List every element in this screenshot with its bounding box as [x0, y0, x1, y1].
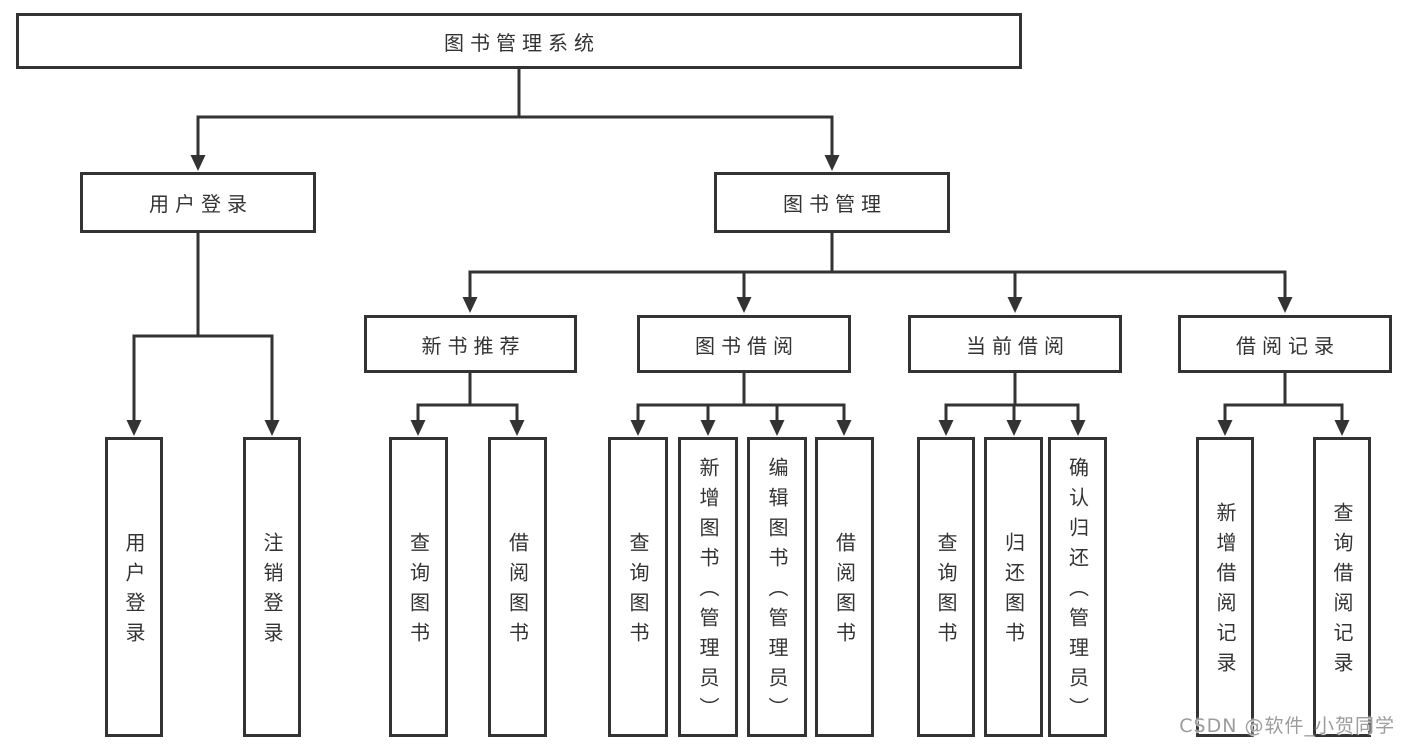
leaf-label: 用户登录 — [122, 532, 146, 652]
root-node-label: 图书管理系统 — [444, 30, 600, 55]
leaf-label: 确认归还（管理员） — [1065, 457, 1090, 727]
leaf-label: 借阅图书 — [832, 532, 857, 652]
leaf-query-borrow-record: 查询借阅记录 — [1313, 437, 1371, 737]
leaf-label: 查询借阅记录 — [1330, 502, 1354, 682]
leaf-add-books-admin: 新增图书（管理员） — [678, 437, 738, 737]
leaf-label: 编辑图书（管理员） — [765, 457, 789, 727]
leaf-query-books-borrow: 查询图书 — [608, 437, 668, 737]
node-book-management: 图书管理 — [714, 172, 950, 233]
connector-lines — [132, 67, 1344, 424]
leaf-add-borrow-record: 新增借阅记录 — [1196, 437, 1254, 737]
node-label: 当前借阅 — [966, 333, 1070, 358]
node-label: 图书借阅 — [695, 333, 799, 358]
node-current-borrowing: 当前借阅 — [908, 315, 1122, 373]
node-new-book-recommend: 新书推荐 — [364, 315, 577, 373]
leaf-query-books-recommend: 查询图书 — [389, 437, 448, 737]
leaf-label: 归还图书 — [1001, 532, 1026, 652]
leaf-borrow-books-recommend: 借阅图书 — [488, 437, 547, 737]
leaf-label: 新增图书（管理员） — [696, 457, 720, 727]
leaf-logout: 注销登录 — [243, 437, 301, 737]
node-borrowing-records: 借阅记录 — [1178, 315, 1392, 373]
csdn-watermark: CSDN @软件_小贺同学 — [1179, 715, 1395, 737]
arrow-down-icons — [126, 155, 1350, 436]
node-label: 用户登录 — [149, 192, 253, 216]
node-label: 新书推荐 — [421, 333, 526, 358]
leaf-confirm-return-admin: 确认归还（管理员） — [1048, 437, 1107, 737]
leaf-user-login: 用户登录 — [105, 437, 163, 737]
leaf-edit-books-admin: 编辑图书（管理员） — [747, 437, 807, 737]
node-user-login: 用户登录 — [80, 172, 316, 233]
leaf-label: 查询图书 — [934, 532, 958, 652]
node-label: 图书管理 — [783, 192, 887, 216]
leaf-borrow-books: 借阅图书 — [815, 437, 874, 737]
node-book-borrowing: 图书借阅 — [637, 315, 851, 373]
root-node: 图书管理系统 — [16, 13, 1022, 69]
leaf-label: 新增借阅记录 — [1213, 502, 1237, 682]
leaf-label: 借阅图书 — [505, 532, 530, 652]
leaf-label: 查询图书 — [626, 532, 650, 652]
leaf-label: 注销登录 — [260, 532, 284, 652]
node-label: 借阅记录 — [1236, 333, 1340, 358]
leaf-return-books: 归还图书 — [984, 437, 1043, 737]
leaf-label: 查询图书 — [406, 532, 431, 652]
leaf-query-books-current: 查询图书 — [917, 437, 975, 737]
